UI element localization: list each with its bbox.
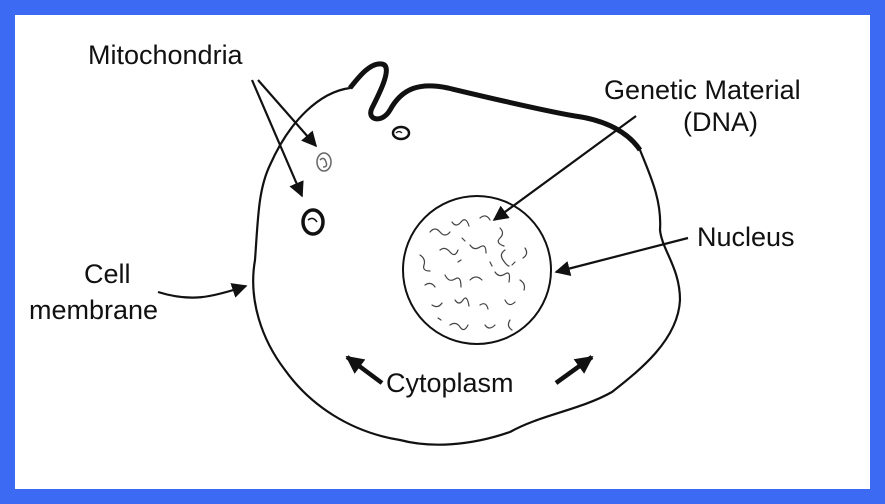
label-cytoplasm: Cytoplasm (386, 368, 514, 399)
dna-arrow (494, 116, 636, 220)
label-nucleus: Nucleus (697, 222, 795, 253)
cell-membrane-arrow (158, 286, 246, 298)
cytoplasm-arrow-right (556, 357, 592, 383)
label-membrane: membrane (29, 295, 158, 326)
mitochondrion-large (303, 210, 323, 234)
cytoplasm-arrow-left (347, 357, 382, 383)
label-cell: Cell (84, 259, 131, 290)
mitochondrion-top (393, 127, 409, 139)
label-dna: (DNA) (683, 107, 758, 138)
mitochondrion-small (317, 153, 331, 171)
label-genetic-material: Genetic Material (604, 75, 801, 106)
label-mitochondria: Mitochondria (88, 40, 243, 71)
